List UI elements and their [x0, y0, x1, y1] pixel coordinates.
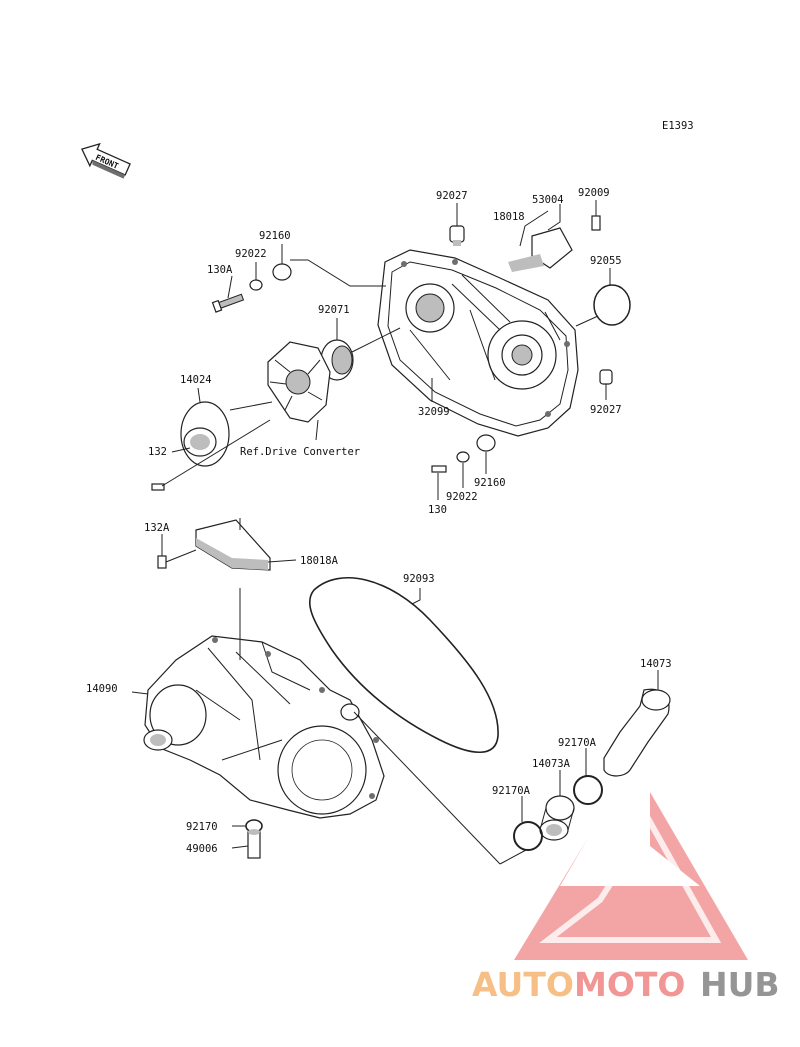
bolt-132	[151, 483, 165, 491]
washer-92022-top	[249, 279, 263, 291]
washer-92022-low	[456, 451, 470, 463]
label-132A: 132A	[144, 522, 170, 534]
clutch-cover-32099	[377, 249, 579, 437]
label-18018: 18018	[493, 211, 525, 223]
drive-converter-fan	[267, 341, 331, 423]
label-92170A-low: 92170A	[492, 785, 531, 797]
grommet-92027-top	[449, 225, 465, 246]
label-92022-top: 92022	[235, 248, 267, 260]
housing-14090	[143, 635, 385, 819]
bolt-92009	[591, 215, 601, 231]
label-92055: 92055	[590, 255, 622, 267]
label-53004: 53004	[532, 194, 564, 206]
cover-plate-14024	[180, 401, 230, 467]
label-92160-low: 92160	[474, 477, 506, 489]
tube-49006	[247, 829, 261, 859]
collar-92160-low	[476, 434, 496, 452]
label-130: 130	[428, 504, 447, 516]
label-14090: 14090	[86, 683, 118, 695]
label-14024: 14024	[180, 374, 212, 386]
clamp-92170A-top	[573, 775, 603, 805]
label-130A: 130A	[207, 264, 233, 276]
ref-drive-converter: Ref.Drive Converter	[240, 446, 360, 458]
label-92170: 92170	[186, 821, 218, 833]
part-labels: 92027 53004 92009 18018 92160 92022 130A…	[86, 187, 672, 855]
grommet-92027-right	[599, 369, 613, 385]
lower-leader-lines	[131, 518, 659, 865]
label-92027-right: 92027	[590, 404, 622, 416]
label-14073: 14073	[640, 658, 672, 670]
gasket-92093	[308, 577, 499, 754]
label-92160-top: 92160	[259, 230, 291, 242]
bracket-53004	[508, 227, 573, 272]
duct-14073	[603, 688, 671, 777]
label-92071: 92071	[318, 304, 350, 316]
label-14073A: 14073A	[532, 758, 571, 770]
o-ring-92055	[593, 284, 631, 326]
bolt-132A	[157, 549, 197, 569]
clamp-92170A-low	[513, 821, 543, 851]
label-18018A: 18018A	[300, 555, 339, 567]
label-92027-top: 92027	[436, 190, 468, 202]
diagram-code: E1393	[662, 120, 694, 132]
boot-14073A	[539, 795, 575, 841]
watermark-logo: AUTO MOTO HUB	[472, 792, 780, 1004]
label-132: 132	[148, 446, 167, 458]
label-49006: 49006	[186, 843, 218, 855]
label-32099: 32099	[418, 406, 450, 418]
label-92093: 92093	[403, 573, 435, 585]
watermark-auto: AUTO	[472, 965, 574, 1004]
watermark-hub: HUB	[700, 965, 780, 1004]
front-arrow-icon: FRONT	[81, 142, 131, 179]
bolt-130A	[211, 293, 245, 313]
watermark-moto: MOTO	[574, 965, 685, 1004]
label-92022-low: 92022	[446, 491, 478, 503]
collar-92160-top	[272, 263, 292, 281]
upper-leader-lines	[161, 200, 611, 500]
label-92170A-top: 92170A	[558, 737, 597, 749]
plate-18018A	[195, 519, 271, 571]
label-92009: 92009	[578, 187, 610, 199]
bolt-130	[431, 465, 447, 473]
